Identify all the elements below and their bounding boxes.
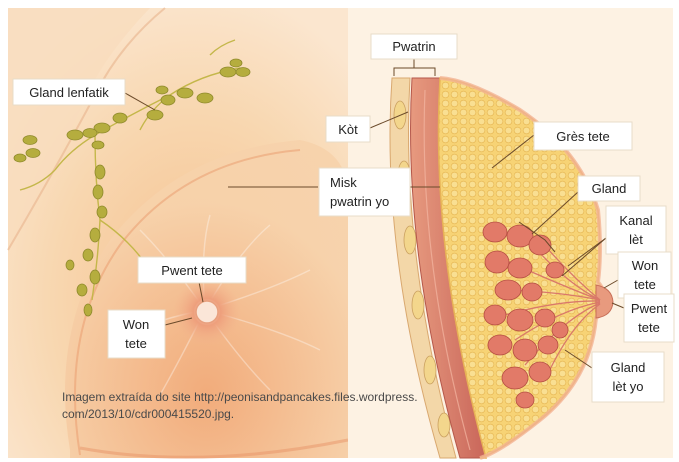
svg-text:Gland: Gland [611, 360, 646, 375]
label-pwent-tete-right: Pwent tete [624, 294, 674, 342]
nipple [196, 301, 218, 323]
svg-text:Misk: Misk [330, 175, 357, 190]
label-misk-pwatrin: Misk pwatrin yo [319, 168, 410, 216]
label-won-tete-left: Won tete [108, 310, 165, 358]
label-pwent-tete-left: Pwent tete [138, 257, 246, 283]
label-kanal-let: Kanal lèt [606, 206, 666, 254]
svg-text:Won: Won [123, 317, 150, 332]
svg-text:Won: Won [632, 258, 659, 273]
svg-text:Imagem extraída do site http:/: Imagem extraída do site http://peonisand… [62, 390, 418, 404]
svg-text:tete: tete [638, 320, 660, 335]
label-gland-lenfatik: Gland lenfatik [13, 79, 125, 105]
label-pwatrin: Pwatrin [371, 34, 457, 59]
label-won-tete-right: Won tete [618, 252, 671, 298]
svg-text:Pwent: Pwent [631, 301, 668, 316]
svg-text:Pwent tete: Pwent tete [161, 263, 222, 278]
svg-text:pwatrin yo: pwatrin yo [330, 194, 389, 209]
label-gland: Gland [578, 176, 640, 201]
svg-text:Gland lenfatik: Gland lenfatik [29, 85, 109, 100]
svg-text:lèt: lèt [629, 232, 643, 247]
label-kot: Kòt [326, 116, 370, 142]
svg-text:Gland: Gland [592, 181, 627, 196]
svg-text:tete: tete [634, 277, 656, 292]
label-gland-let: Gland lèt yo [592, 352, 664, 402]
svg-text:Grès tete: Grès tete [556, 129, 609, 144]
svg-text:lèt yo: lèt yo [612, 379, 643, 394]
svg-text:tete: tete [125, 336, 147, 351]
svg-text:com/2013/10/cdr000415520.jpg.: com/2013/10/cdr000415520.jpg. [62, 407, 234, 421]
svg-text:Kanal: Kanal [619, 213, 652, 228]
label-gres-tete: Grès tete [534, 122, 632, 150]
svg-text:Kòt: Kòt [338, 122, 358, 137]
svg-text:Pwatrin: Pwatrin [392, 39, 435, 54]
